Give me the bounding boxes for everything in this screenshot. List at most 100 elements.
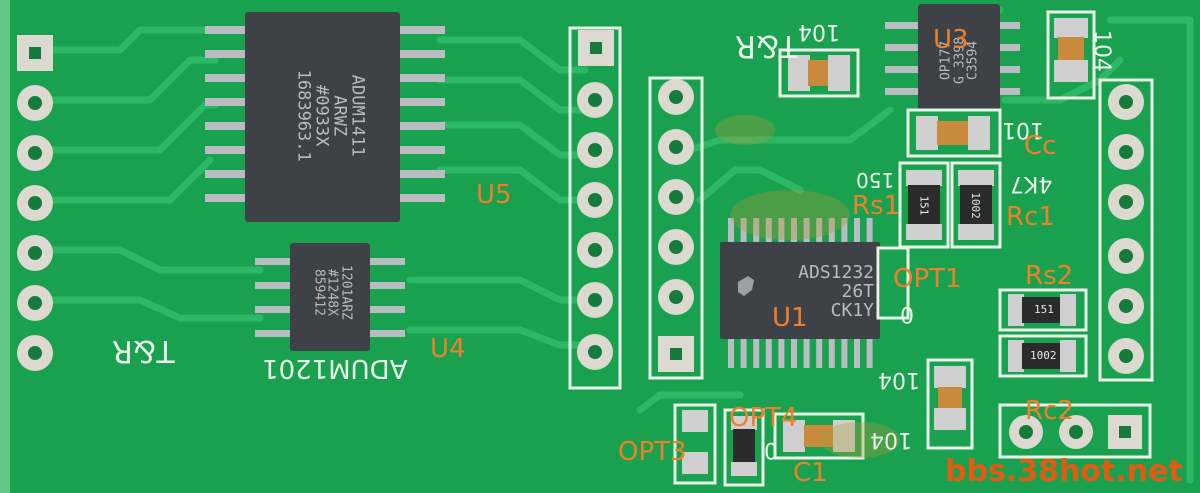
u5-marking-line: #0933X	[312, 84, 332, 147]
capacitor-cc	[906, 108, 1002, 158]
label-u3: U3	[933, 25, 969, 55]
u4-marking-line: 859412	[311, 268, 327, 316]
label-u5: U5	[476, 180, 512, 210]
u5-marking-line: 1683963.1	[294, 69, 315, 162]
u3-marking-line: C3594	[965, 40, 981, 81]
capacitor-104-right	[1046, 10, 1096, 100]
label-opt4: OPT4	[729, 403, 798, 433]
chip-u5	[205, 12, 445, 222]
u4-marking-line: #1248X	[324, 268, 340, 316]
resistor-rs1	[898, 161, 950, 249]
u4-marking: 1201ARZ #1248X 859412	[311, 242, 354, 342]
resistor-opt4	[723, 408, 765, 487]
rs2-marking: 151	[1034, 303, 1054, 316]
chip-pin	[803, 336, 810, 368]
chip-body	[918, 4, 1000, 110]
rc1-marking: 1002	[968, 192, 982, 219]
silk-4k7: 4K7	[1010, 171, 1053, 196]
rs1-marking: 151	[917, 195, 931, 216]
u1-marking-line: ADS1232	[798, 262, 874, 283]
rc2-marking: 1002	[1030, 349, 1057, 362]
u4-marking-line: 1201ARZ	[338, 265, 354, 320]
middle-pin-header-2	[648, 76, 704, 380]
u5-marking-line: ARWZ	[329, 95, 350, 137]
u5-marking-line: ADUM1411	[347, 74, 368, 157]
chip-body	[720, 242, 880, 339]
chip-pin	[753, 336, 760, 368]
u5-marking: ADUM1411 ARWZ #0933X 1683963.1	[294, 16, 368, 216]
chip-pin	[841, 218, 848, 246]
resistor-rs2	[998, 288, 1088, 332]
capacitor-c1	[773, 412, 865, 460]
chip-pin	[791, 218, 797, 246]
label-c1: C1	[793, 458, 828, 488]
u1-marking-line: 26T	[841, 280, 874, 302]
chip-pin	[816, 336, 823, 368]
left-pin-header	[17, 35, 53, 371]
chip-pin	[753, 218, 760, 246]
silk-104-bottom2: 104	[870, 427, 912, 452]
chip-pin	[778, 336, 785, 368]
chip-pin	[866, 336, 873, 368]
jumper-opt3	[673, 403, 717, 485]
chip-u4	[255, 243, 405, 351]
chip-body	[245, 12, 400, 222]
chip-pin	[816, 218, 823, 246]
resistor-rc1	[950, 161, 1002, 249]
copper-traces	[36, 6, 1194, 484]
bottom-right-pads	[998, 403, 1152, 459]
label-cc: Cc	[1024, 131, 1057, 161]
capacitor-104-bottom	[926, 358, 974, 450]
chip-pin	[841, 336, 848, 368]
board-left-edge	[0, 0, 10, 493]
ti-logo	[738, 276, 754, 296]
label-rc1: Rc1	[1006, 202, 1055, 232]
label-opt3: OPT3	[618, 437, 687, 467]
chip-pin	[765, 336, 772, 368]
silk-104-right: 104	[1089, 30, 1114, 72]
chip-pin	[803, 218, 810, 246]
silk-150: 150	[856, 168, 895, 192]
silk-tr-bottom: T&R	[112, 333, 175, 368]
chip-body	[290, 243, 370, 351]
flux-residue	[715, 115, 900, 458]
u1-marking-line: CK1Y	[830, 299, 874, 321]
chip-pin	[828, 218, 835, 246]
resistor-rc2	[998, 334, 1088, 378]
chip-pin	[828, 336, 835, 368]
chip-pin	[728, 336, 734, 368]
silk-zero-opt4: 0	[764, 437, 778, 462]
chip-pin	[791, 336, 797, 368]
label-rc2: Rc2	[1025, 396, 1074, 426]
middle-pin-header-1	[568, 26, 622, 390]
label-rs1: Rs1	[852, 191, 901, 221]
silk-adum1201: ADUM1201	[262, 353, 408, 383]
jumper-opt1	[876, 246, 910, 320]
silk-tr-top: T&R	[735, 28, 798, 63]
chip-pin	[854, 218, 860, 246]
silk-104-top: 104	[798, 19, 840, 44]
chip-u3	[885, 4, 1020, 110]
label-rs2: Rs2	[1025, 261, 1074, 291]
chip-pin	[854, 336, 860, 368]
u1-marking: ADS1232 26T CK1Y	[762, 262, 874, 321]
label-opt1: OPT1	[893, 264, 962, 294]
chip-pin	[728, 218, 734, 246]
chip-pin	[740, 336, 747, 368]
chip-pin	[866, 218, 873, 246]
chip-u1	[720, 218, 880, 368]
label-u4: U4	[430, 334, 466, 364]
silk-104-bottom: 104	[878, 367, 920, 392]
chip-pin	[778, 218, 785, 246]
right-pin-header	[1098, 78, 1154, 382]
smd-resistors	[723, 161, 1088, 487]
silk-zero-opt1: 0	[900, 301, 914, 326]
chip-pin	[740, 218, 747, 246]
capacitor-top-104	[778, 48, 860, 98]
smd-capacitors	[773, 10, 1096, 460]
chip-pin	[765, 218, 772, 246]
watermark: bbs.38hot.net	[945, 454, 1183, 489]
label-u1: U1	[772, 303, 808, 333]
